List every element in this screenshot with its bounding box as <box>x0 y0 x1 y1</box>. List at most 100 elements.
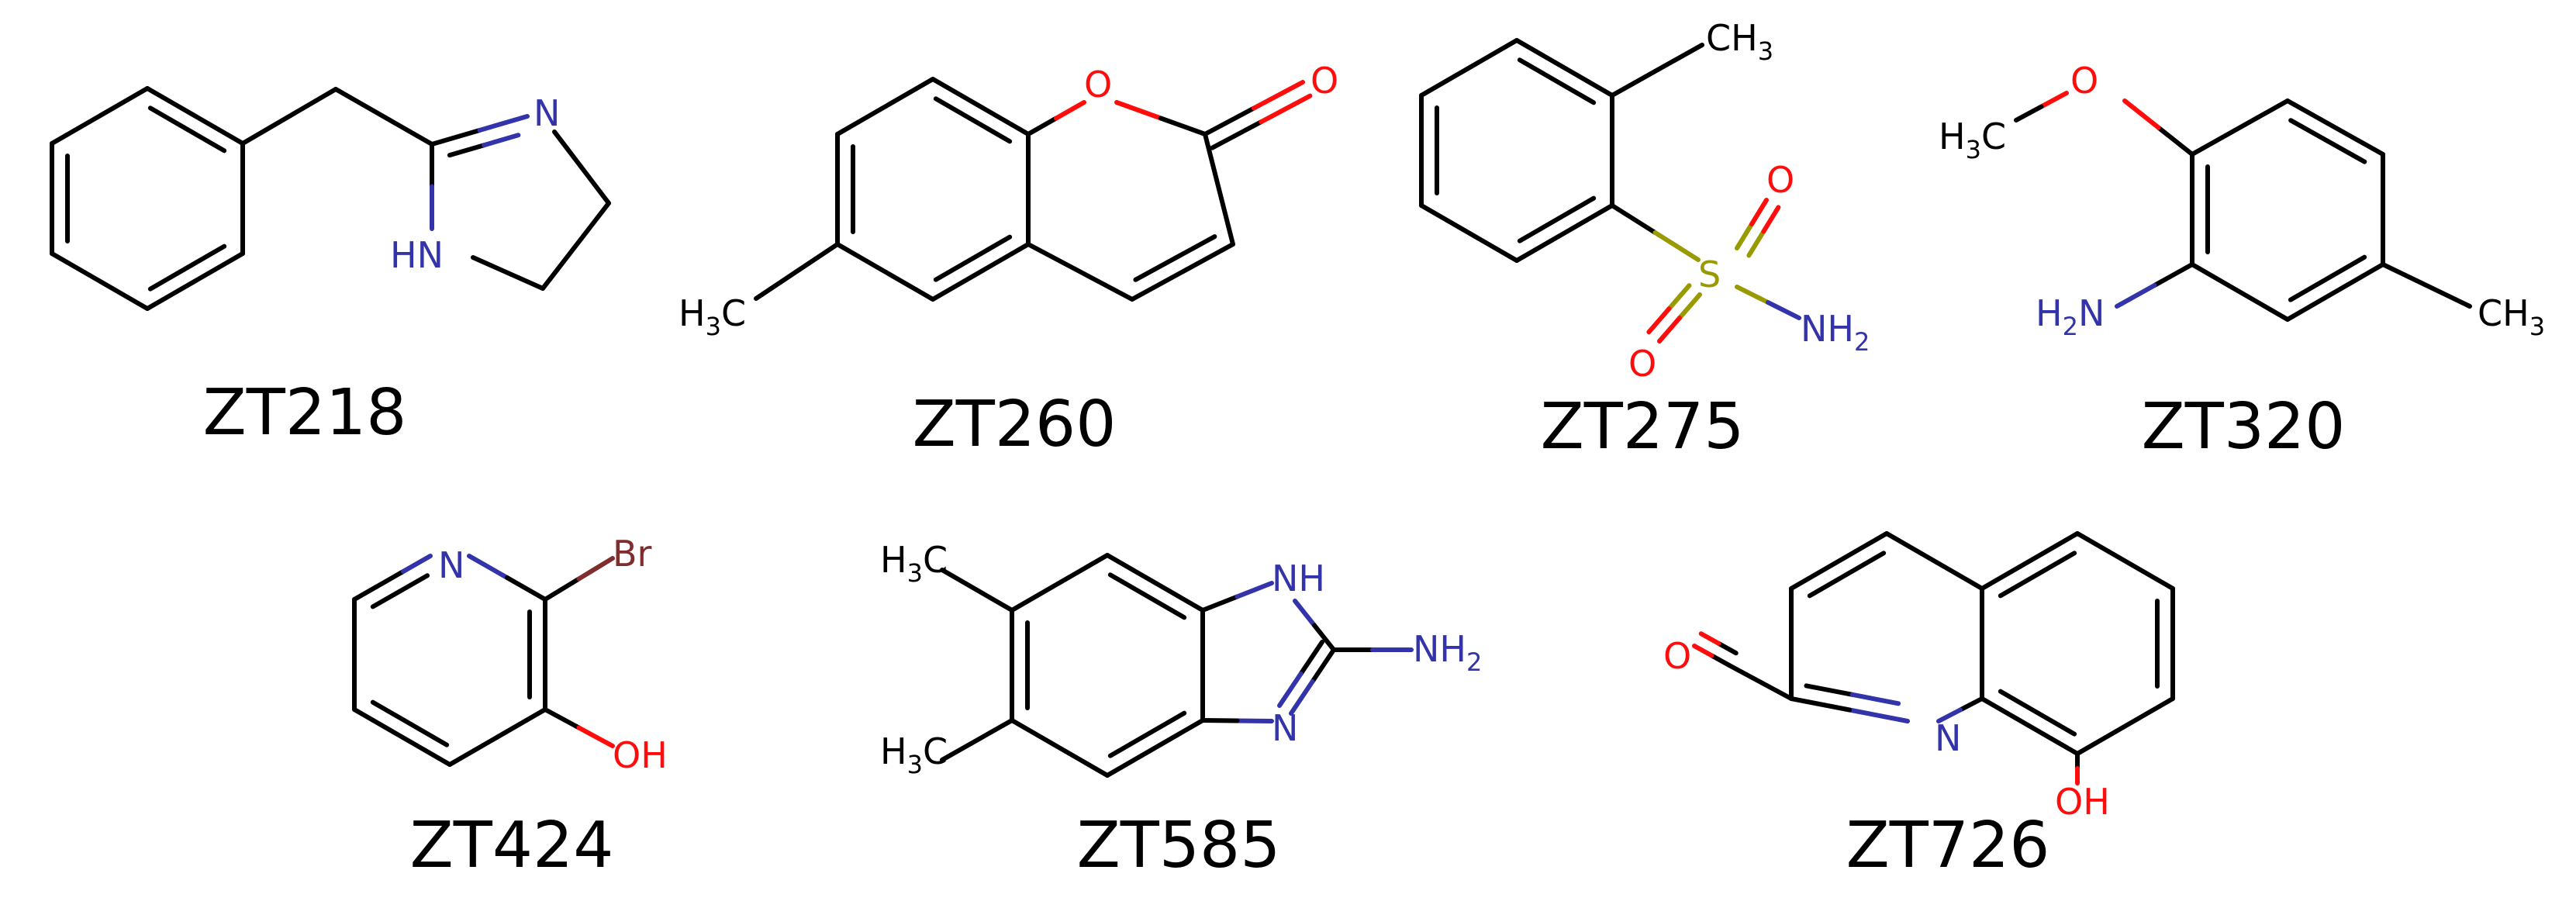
atom-symbol-tail: C <box>1981 116 2006 157</box>
bond <box>552 129 611 205</box>
compound-label: ZT424 <box>410 809 614 882</box>
bond <box>1789 531 1889 591</box>
compound-label: ZT585 <box>1077 809 1281 882</box>
double-bond-line <box>1646 306 1672 335</box>
atom-label-c: CH3 <box>2478 292 2545 341</box>
ring-bond <box>1419 203 1519 263</box>
atom-subscript: 2 <box>2063 312 2078 341</box>
atom-label-o: O <box>1628 343 1656 385</box>
bond <box>576 725 615 748</box>
atom-symbol: H <box>880 539 907 581</box>
bond <box>1652 230 1701 262</box>
atom-subscript: 3 <box>907 558 923 588</box>
atom-label-n: H2N <box>2036 292 2105 341</box>
bond <box>576 556 615 582</box>
atom-subscript: 3 <box>706 312 721 341</box>
compound-label: ZT320 <box>2142 390 2346 464</box>
aromatic-inner-line <box>1133 234 1217 282</box>
bond <box>2381 262 2472 309</box>
bond <box>940 718 1014 762</box>
ring-bond <box>1105 718 1205 778</box>
atom-label-n: NH2 <box>1801 308 1870 357</box>
atom-label-o: O <box>1310 60 1338 102</box>
aromatic-inner-line <box>1998 551 2077 599</box>
atom-label-c: H3C <box>679 292 746 341</box>
bond <box>1692 644 1714 658</box>
ring-bond <box>1514 38 1614 98</box>
atom-symbol: HN <box>390 234 444 276</box>
bond <box>1234 718 1274 723</box>
bond <box>1735 222 1754 250</box>
ring-bond <box>835 77 935 136</box>
aromatic-inner-line <box>370 573 430 609</box>
bond-layer <box>50 38 2472 785</box>
atom-label-o: O <box>1084 64 1112 105</box>
atom-symbol: H <box>880 730 907 772</box>
ring-bond <box>931 242 1031 302</box>
ring-bond <box>1010 718 1110 778</box>
double-bond-line <box>1746 229 1766 258</box>
bond <box>1709 653 1732 668</box>
atom-subscript: 2 <box>1854 327 1870 357</box>
double-bond-line <box>1716 640 1739 656</box>
bond <box>1312 623 1336 652</box>
atom-label-n: N <box>438 544 464 586</box>
double-bond-line <box>1666 283 1692 312</box>
bond <box>1610 203 1658 235</box>
aromatic-inner-line <box>1517 195 1597 243</box>
bond <box>352 585 378 602</box>
aromatic-inner-line <box>1849 692 1901 706</box>
atom-symbol: O <box>1766 159 1794 201</box>
aromatic-inner-line <box>2288 254 2367 302</box>
atom-label-br: Br <box>613 533 652 575</box>
atom-label-n: N <box>1272 707 1298 749</box>
bond <box>1203 105 1256 136</box>
atom-label-n: NH <box>1272 558 1325 599</box>
atom-symbol: CH <box>2478 292 2529 334</box>
ring-bond <box>50 86 150 146</box>
double-bond-line <box>1277 671 1304 708</box>
ring-bond <box>1010 553 1110 613</box>
atom-symbol: NH <box>1801 308 1854 350</box>
bond <box>1200 594 1240 613</box>
bond <box>2115 283 2157 309</box>
bond <box>240 87 338 146</box>
atom-symbol: N <box>438 544 464 586</box>
atom-symbol: CH <box>1706 17 1758 59</box>
bond <box>1289 679 1315 716</box>
ring-bond <box>2190 262 2290 322</box>
aromatic-inner-line <box>933 96 1013 144</box>
ring-bond <box>145 86 245 146</box>
ring-bond <box>2285 98 2385 157</box>
aromatic-inner-line <box>1517 57 1597 105</box>
ring-bond <box>1514 203 1614 263</box>
bond <box>374 569 406 589</box>
aromatic-inner-line <box>1807 551 1887 599</box>
bond <box>2075 696 2175 756</box>
aromatic-inner-line <box>1804 683 1855 697</box>
bond <box>1200 718 1240 723</box>
aromatic-inner-line <box>147 105 227 154</box>
aromatic-inner-line <box>147 243 227 292</box>
bond <box>1026 116 1058 136</box>
bond <box>1657 316 1682 344</box>
atom-label-o: OH <box>613 734 668 776</box>
bond <box>477 114 530 133</box>
bond <box>1766 300 1801 320</box>
bond <box>1130 242 1235 302</box>
bond <box>2039 91 2069 109</box>
bond <box>1749 198 1769 226</box>
bond <box>447 707 547 767</box>
bond <box>2075 531 2175 591</box>
ring-bond <box>1419 38 1519 98</box>
ring-bond <box>2285 262 2385 322</box>
atom-subscript: 3 <box>1966 135 1981 164</box>
bond <box>754 242 840 301</box>
atom-label-o: OH <box>2055 781 2110 823</box>
bond <box>1252 80 1305 111</box>
atom-label-o: O <box>1663 635 1691 677</box>
atom-symbol: NH <box>1272 558 1325 599</box>
